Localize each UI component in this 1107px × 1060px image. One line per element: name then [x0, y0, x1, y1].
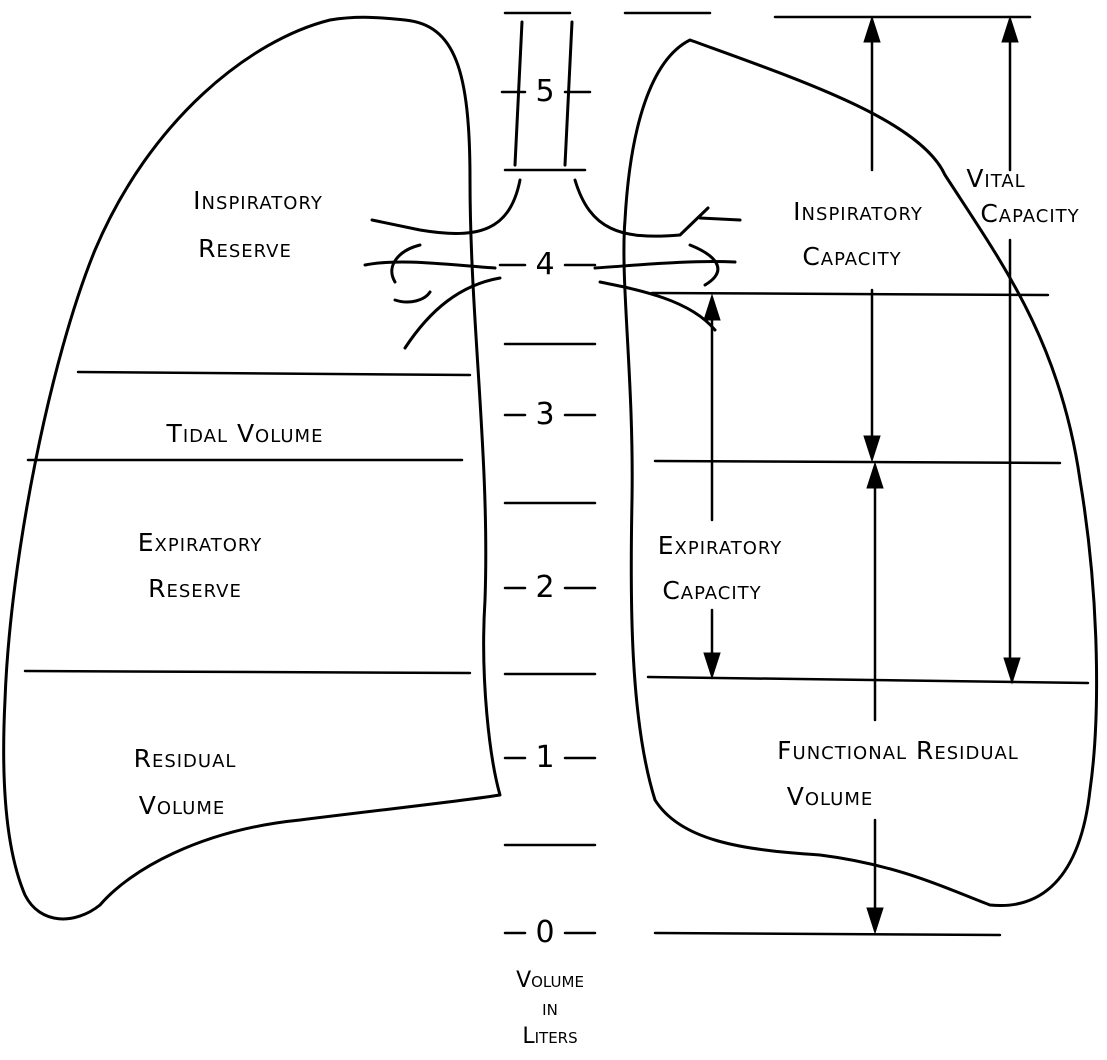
scale-tick-5: 5 [525, 75, 565, 109]
vital-capacity-label-line2: Capacity [980, 195, 1079, 233]
inspiratory-capacity-label-line2: Capacity [802, 238, 901, 276]
functional-residual-label-line2: Volume [787, 778, 873, 816]
expiratory-reserve-label-line2: Reserve [148, 570, 242, 608]
vital-capacity-arrow [1002, 17, 1020, 683]
expiratory-capacity-label-line1: Expiratory [658, 527, 783, 565]
residual-volume-label-line1: Residual [134, 740, 237, 778]
inspiratory-reserve-label-line1: Inspiratory [193, 182, 323, 220]
expiratory-capacity-arrow [704, 295, 720, 678]
inspiratory-capacity-label-line1: Inspiratory [793, 193, 923, 231]
left-lung-outline [4, 17, 500, 919]
axis-caption-line2: in [480, 996, 620, 1022]
scale-tick-1: 1 [525, 741, 565, 775]
scale-tick-3: 3 [525, 398, 565, 432]
axis-caption-line3: Liters [480, 1024, 620, 1050]
tidal-volume-label: Tidal Volume [167, 415, 324, 453]
scale-tick-4: 4 [525, 248, 565, 282]
axis-caption-line1: Volume [480, 968, 620, 994]
scale-tick-0: 0 [525, 916, 565, 950]
expiratory-reserve-label-line1: Expiratory [138, 524, 263, 562]
expiratory-capacity-label-line2: Capacity [662, 572, 761, 610]
vital-capacity-label-line1: Vital [966, 160, 1025, 198]
inspiratory-reserve-label-line2: Reserve [198, 230, 292, 268]
functional-residual-label-line1: Functional Residual [777, 732, 1019, 770]
residual-volume-label-line2: Volume [139, 787, 225, 825]
scale-tick-2: 2 [525, 571, 565, 605]
